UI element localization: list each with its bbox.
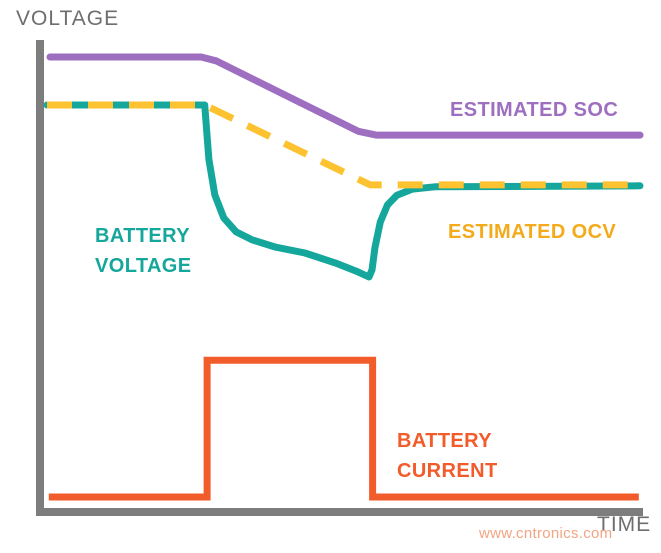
estimated-soc-line [46,53,644,139]
estimated-ocv-line [47,101,640,189]
battery-current-label: BATTERY CURRENT [397,430,498,482]
battery-voltage-line [43,101,644,281]
estimated-soc-label: ESTIMATED SOC [450,99,619,121]
estimated-ocv-label: ESTIMATED OCV [448,221,617,243]
x-axis-label: TIME [597,513,652,536]
battery-current-line [48,356,639,501]
watermark-text: www.cntronics.com [479,525,613,542]
battery-voltage-label: BATTERY VOLTAGE [95,225,192,277]
y-axis-label: VOLTAGE [16,7,120,30]
series-group [43,53,644,501]
